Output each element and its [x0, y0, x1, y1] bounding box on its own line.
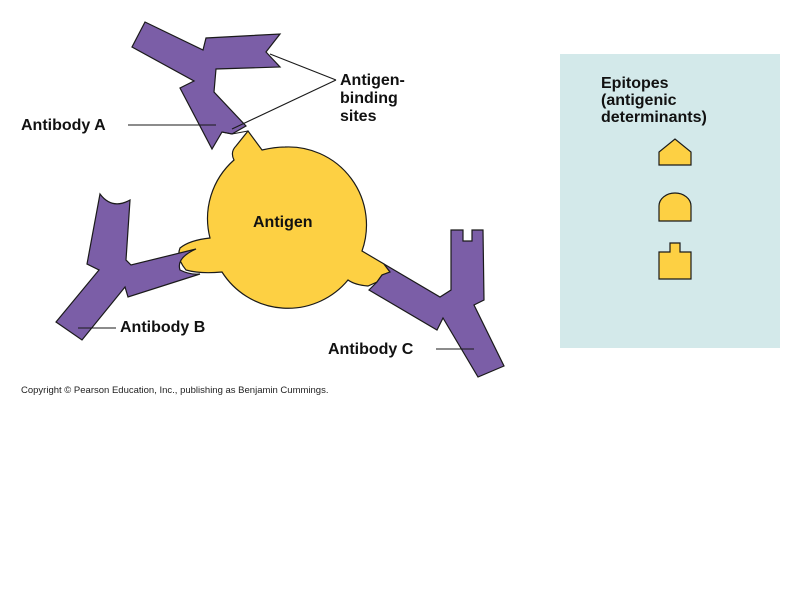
antibody-a-shape [131, 21, 282, 151]
epitopes-panel: Epitopes (antigenic determinants) [560, 54, 780, 348]
epitopes-title-line-3: determinants) [601, 109, 707, 126]
binding-sites-label: Antigen- binding sites [340, 72, 405, 126]
notched-epitope [658, 242, 692, 280]
antibody-a [131, 21, 282, 151]
antibody-b-label: Antibody B [120, 319, 206, 336]
binding-sites-line-1: Antigen- [340, 72, 405, 89]
epitope-shapes [658, 138, 692, 280]
epitopes-title: Epitopes (antigenic determinants) [601, 75, 707, 126]
antigen-label: Antigen [253, 214, 313, 231]
antibody-b-shape [55, 192, 201, 341]
antigen [178, 130, 391, 309]
antigen-shape [178, 130, 391, 309]
epitopes-title-line-2: (antigenic [601, 92, 677, 109]
antibody-b [55, 192, 201, 341]
leader-lines [78, 53, 474, 350]
binding-sites-line-3: sites [340, 108, 377, 125]
antibody-c-shape [368, 229, 505, 378]
epitopes-title-line-1: Epitopes [601, 75, 669, 92]
antibody-a-label: Antibody A [21, 117, 106, 134]
binding-sites-line-2: binding [340, 90, 398, 107]
binding-site-leader-bottom [231, 79, 337, 130]
rounded-epitope [658, 192, 692, 222]
copyright-notice: Copyright © Pearson Education, Inc., pub… [21, 385, 329, 396]
antibody-c-label: Antibody C [328, 341, 414, 358]
antibody-c [368, 229, 505, 378]
binding-site-leader-top [269, 53, 337, 81]
pointed-epitope [658, 138, 692, 166]
